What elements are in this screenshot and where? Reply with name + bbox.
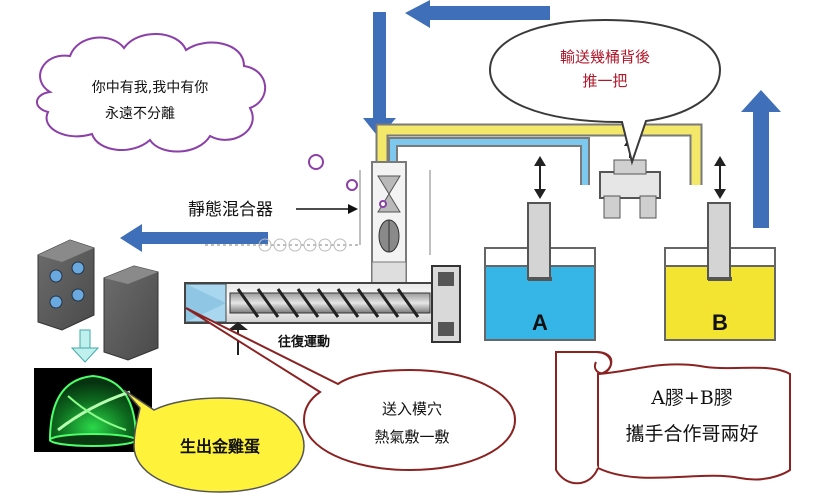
drive-housing bbox=[431, 265, 461, 343]
static-mixer bbox=[371, 161, 407, 285]
up-arrow-right bbox=[741, 90, 781, 228]
cloud-text-line2: 永遠不分離 bbox=[105, 105, 175, 122]
scroll-banner bbox=[555, 351, 791, 485]
speech-bubble-top bbox=[488, 18, 722, 166]
mold-bubble-line1: 送入模穴 bbox=[382, 400, 442, 418]
egg-bubble-text: 生出金雞蛋 bbox=[180, 437, 260, 456]
top-bubble-line2: 推一把 bbox=[582, 72, 627, 90]
left-arrow-top bbox=[405, 0, 550, 28]
tank-b bbox=[664, 156, 776, 341]
down-arrow-product bbox=[70, 329, 100, 363]
machine-frame bbox=[205, 170, 431, 255]
scroll-text-line2: 攜手合作哥兩好 bbox=[625, 423, 758, 445]
product-dome bbox=[34, 368, 152, 452]
pipe-yellow bbox=[375, 123, 703, 185]
mold-left bbox=[37, 239, 95, 331]
mold-bubble-line2: 熱氣敷一敷 bbox=[374, 428, 449, 446]
tank-a-label: A bbox=[532, 310, 548, 335]
reciprocating-label: 往復運動 bbox=[278, 334, 330, 350]
thought-cloud bbox=[36, 33, 387, 208]
speech-bubble-mold bbox=[185, 307, 517, 472]
tank-b-label: B bbox=[712, 310, 728, 335]
pipe-blue bbox=[388, 137, 590, 185]
top-bubble-line1: 輸送幾桶背後 bbox=[560, 48, 650, 66]
down-arrow-top bbox=[363, 12, 396, 138]
cloud-text-line1: 你中有我,我中有你 bbox=[92, 80, 208, 96]
screw bbox=[229, 288, 431, 318]
mixer-pointer-arrow bbox=[296, 204, 358, 214]
mold-right bbox=[103, 265, 159, 361]
speech-bubble-egg bbox=[123, 389, 305, 493]
tank-a bbox=[484, 156, 596, 341]
left-arrow-mid bbox=[120, 224, 268, 252]
static-mixer-label: 靜態混合器 bbox=[188, 200, 273, 220]
scroll-text-line1: A膠+B膠 bbox=[650, 387, 733, 409]
